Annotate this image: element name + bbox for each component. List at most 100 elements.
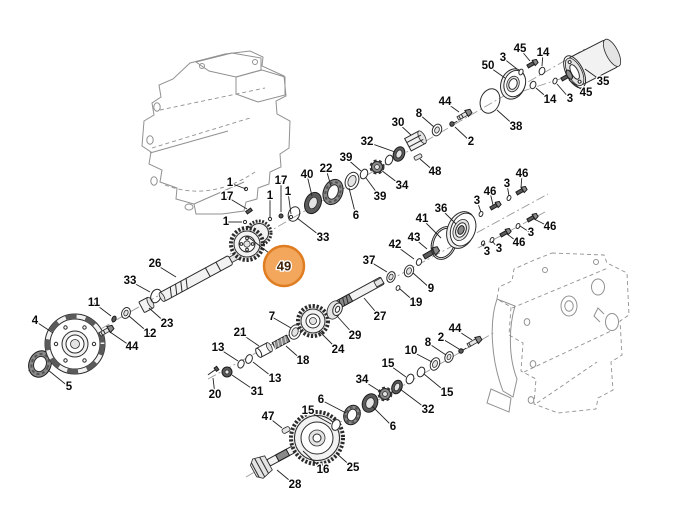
part-callout-13-57[interactable]: 13: [210, 341, 225, 356]
part-callout-19-43[interactable]: 19: [408, 296, 423, 311]
part-callout-17-3[interactable]: 17: [273, 174, 288, 189]
leader-line-14-24: [535, 87, 551, 101]
leader-line-35-23: [584, 68, 604, 83]
part-callout-10-70[interactable]: 10: [403, 344, 418, 359]
part-callout-34-9[interactable]: 34: [394, 179, 410, 194]
part-callout-35-23[interactable]: 35: [595, 75, 611, 90]
part-callout-36-28[interactable]: 36: [433, 202, 448, 217]
part-callout-2-17[interactable]: 2: [466, 135, 475, 150]
part-callout-23-51[interactable]: 23: [159, 317, 174, 332]
part-callout-39-10[interactable]: 39: [372, 190, 387, 205]
part-callout-44-73[interactable]: 44: [447, 322, 463, 337]
part-callout-8-15[interactable]: 8: [414, 107, 424, 122]
part-callout-26-47[interactable]: 26: [147, 257, 162, 272]
part-callout-30-14[interactable]: 30: [390, 116, 405, 131]
part-callout-43-40[interactable]: 43: [406, 231, 421, 246]
part-callout-32-13[interactable]: 32: [359, 135, 374, 150]
part-callout-37-41[interactable]: 37: [361, 254, 376, 269]
part-callout-12-52[interactable]: 12: [142, 327, 157, 342]
part-callout-38-27[interactable]: 38: [508, 120, 524, 135]
part-callout-2-72[interactable]: 2: [436, 331, 445, 346]
part-shaft-26: [158, 252, 241, 302]
highlight-circle-49[interactable]: [262, 244, 306, 288]
part-screw-20: [207, 365, 220, 376]
part-callout-44-16[interactable]: 44: [437, 95, 453, 110]
leader-line-17-1: [226, 196, 248, 210]
part-callout-14-22[interactable]: 14: [535, 46, 551, 61]
part-callout-3-20[interactable]: 3: [498, 51, 507, 66]
part-callout-16-65[interactable]: 16: [315, 463, 330, 478]
part-callout-44-53[interactable]: 44: [124, 340, 140, 355]
part-callout-15-63[interactable]: 15: [300, 404, 316, 419]
part-ring-15b: [405, 373, 415, 385]
part-callout-5-54[interactable]: 5: [64, 380, 74, 395]
leader-line-39-10: [365, 177, 381, 198]
part-callout-9-42[interactable]: 9: [426, 282, 435, 297]
part-callout-18-58[interactable]: 18: [295, 354, 311, 369]
part-callout-14-24[interactable]: 14: [542, 93, 558, 108]
part-callout-45-21[interactable]: 45: [512, 42, 528, 57]
part-callout-41-29[interactable]: 41: [414, 212, 430, 227]
highlighted-part-number[interactable]: 49: [275, 257, 292, 275]
part-callout-20-60[interactable]: 20: [207, 388, 222, 403]
leader-line-45-21: [519, 48, 531, 62]
part-callout-15-69[interactable]: 15: [380, 357, 396, 372]
part-callout-6-64[interactable]: 6: [316, 393, 325, 408]
part-callout-48-18[interactable]: 48: [427, 165, 443, 180]
part-callout-46-33[interactable]: 46: [514, 167, 529, 182]
part-callout-42-39[interactable]: 42: [387, 238, 402, 253]
part-callout-46-31[interactable]: 46: [482, 185, 497, 200]
part-callout-32-75[interactable]: 32: [420, 403, 435, 418]
part-callout-40-6[interactable]: 40: [299, 168, 314, 183]
part-callout-1-0[interactable]: 1: [225, 176, 235, 191]
part-callout-47-62[interactable]: 47: [260, 410, 275, 425]
part-callout-15-74[interactable]: 15: [439, 386, 455, 401]
part-callout-27-44[interactable]: 27: [372, 310, 387, 325]
leader-line-3-30: [476, 200, 482, 213]
part-callout-34-68[interactable]: 34: [354, 373, 370, 388]
part-seal-32-top: [392, 146, 406, 162]
part-callout-3-35[interactable]: 3: [526, 226, 535, 241]
leader-line-8-15: [418, 113, 435, 128]
part-oring-38: [479, 88, 501, 114]
part-callout-3-32[interactable]: 3: [502, 177, 511, 192]
part-callout-33-12[interactable]: 33: [315, 231, 330, 246]
part-callout-17-1[interactable]: 17: [219, 190, 234, 205]
part-callout-13-59[interactable]: 13: [267, 372, 282, 387]
part-callout-33-48[interactable]: 33: [122, 274, 137, 289]
part-callout-21-56[interactable]: 21: [232, 326, 248, 341]
part-callout-31-61[interactable]: 31: [249, 385, 265, 400]
part-callout-25-66[interactable]: 25: [345, 461, 361, 476]
part-washer-39a: [359, 168, 369, 180]
part-callout-24-46[interactable]: 24: [330, 343, 346, 358]
part-callout-7-55[interactable]: 7: [267, 310, 276, 325]
part-bearing-22: [322, 178, 344, 206]
part-callout-8-71[interactable]: 8: [423, 336, 433, 351]
part-callout-1-4[interactable]: 1: [265, 189, 275, 204]
part-callout-28-67[interactable]: 28: [287, 478, 303, 493]
part-callout-1-5[interactable]: 1: [283, 185, 293, 200]
leader-line-15-63: [307, 410, 332, 425]
part-callout-1-2[interactable]: 1: [221, 215, 231, 230]
leader-line-46-34: [533, 218, 551, 228]
part-callout-22-7[interactable]: 22: [318, 162, 333, 177]
part-callout-6-76[interactable]: 6: [388, 420, 397, 435]
leader-line-13-59: [252, 361, 276, 380]
leader-line-3-38: [482, 243, 488, 253]
part-bolt-2-top: [449, 120, 458, 127]
part-callout-29-45[interactable]: 29: [347, 329, 362, 344]
part-callout-45-26[interactable]: 45: [578, 86, 594, 101]
part-callout-39-8[interactable]: 39: [338, 151, 353, 166]
part-callout-50-19[interactable]: 50: [480, 59, 495, 74]
part-washer-39b: [384, 154, 394, 166]
leader-line-50-19: [487, 65, 506, 79]
part-callout-46-36[interactable]: 46: [511, 236, 526, 251]
part-callout-11-49[interactable]: 11: [87, 296, 102, 311]
part-callout-3-38[interactable]: 3: [482, 245, 491, 260]
part-callout-3-37[interactable]: 3: [494, 242, 503, 257]
part-callout-3-30[interactable]: 3: [472, 194, 481, 209]
part-callout-46-34[interactable]: 46: [542, 220, 557, 235]
part-callout-6-11[interactable]: 6: [351, 209, 360, 224]
part-callout-4-50[interactable]: 4: [30, 314, 40, 329]
part-callout-3-25[interactable]: 3: [565, 92, 574, 107]
